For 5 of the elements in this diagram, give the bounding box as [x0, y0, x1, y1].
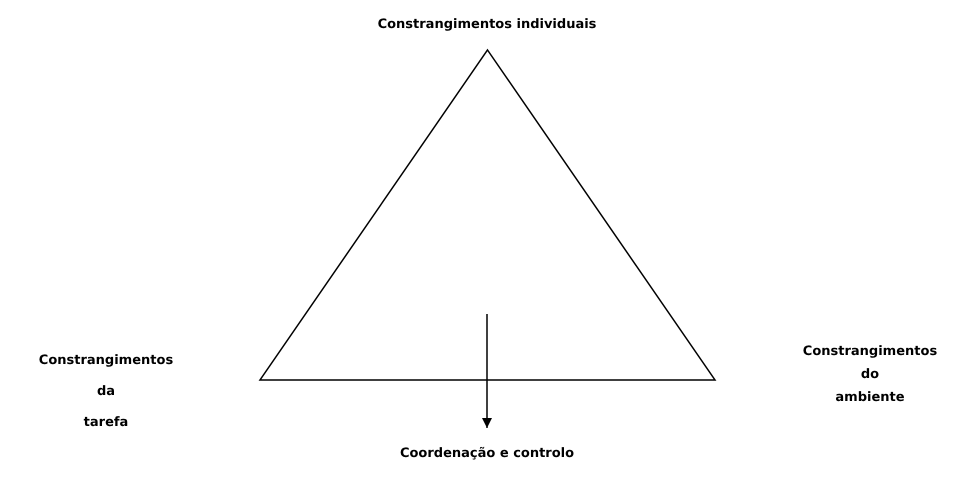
output-label: Coordenação e controlo: [398, 446, 576, 461]
corner-label: Constrangimentos individuais: [376, 16, 598, 34]
corner-label: Constrangimentos do ambiente: [802, 343, 938, 407]
arrow: [482, 314, 492, 428]
corner-label: Constrangimentos da tarefa: [38, 352, 174, 432]
